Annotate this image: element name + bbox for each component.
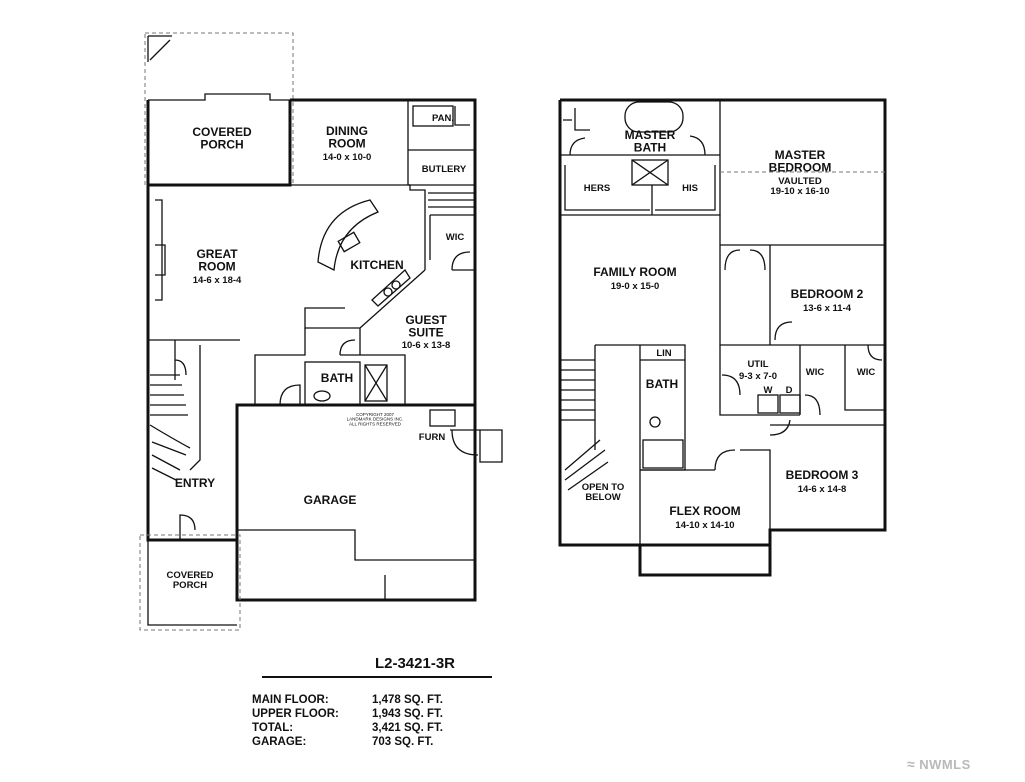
flex-room-dim: 14-10 x 14-10 [675, 520, 734, 531]
dining-room-dim: 14-0 x 10-0 [323, 152, 372, 163]
sqft-label: UPPER FLOOR: [252, 708, 339, 720]
great-room-dim: 14-6 x 18-4 [193, 275, 242, 286]
upper-floor-plan [558, 98, 887, 577]
bedroom2-label: BEDROOM 2 [791, 287, 864, 301]
bedroom3-label: BEDROOM 3 [786, 468, 859, 482]
family-room-dim: 19-0 x 15-0 [611, 281, 660, 292]
sqft-label: TOTAL: [252, 722, 294, 734]
bedroom3-dim: 14-6 x 14-8 [798, 484, 847, 495]
sqft-row: MAIN FLOOR: 1,478 SQ. FT. [252, 693, 482, 707]
guest-bath-label: BATH [321, 371, 353, 385]
dryer-label: D [786, 385, 793, 396]
bedroom2-dim: 13-6 x 11-4 [803, 303, 852, 314]
master-bedroom-dim: 19-10 x 16-10 [770, 186, 829, 197]
sqft-value: 3,421 SQ. FT. [372, 722, 443, 734]
master-bedroom-note: VAULTED [778, 176, 822, 187]
washer-label: W [764, 385, 773, 396]
watermark-text: NWMLS [919, 756, 971, 772]
guest-suite-dim: 10-6 x 13-8 [402, 340, 451, 351]
wic-left-label: WIC [806, 367, 825, 378]
furnace-label: FURN [419, 432, 446, 443]
linen-label: LIN [656, 348, 671, 359]
plan-code: L2-3421-3R [374, 655, 456, 672]
sqft-value: 703 SQ. FT. [372, 736, 434, 748]
kitchen-label: KITCHEN [350, 258, 403, 272]
flex-room-label: FLEX ROOM [669, 504, 740, 518]
plan-code-underline [262, 676, 492, 678]
sqft-label: GARAGE: [252, 736, 307, 748]
sqft-row: TOTAL: 3,421 SQ. FT. [252, 721, 482, 735]
main-floor-plan [139, 32, 503, 631]
sqft-value: 1,478 SQ. FT. [372, 694, 443, 706]
pantry-label: PAN. [432, 113, 454, 124]
hers-closet-label: HERS [584, 183, 610, 194]
sqft-row: UPPER FLOOR: 1,943 SQ. FT. [252, 707, 482, 721]
wic-right-label: WIC [857, 367, 876, 378]
nwmls-watermark: ≈ NWMLS [907, 756, 971, 772]
upper-bath-label: BATH [646, 377, 678, 391]
util-dim: 9-3 x 7-0 [739, 371, 777, 382]
his-closet-label: HIS [682, 183, 698, 194]
square-footage-table: MAIN FLOOR: 1,478 SQ. FT. UPPER FLOOR: 1,9… [252, 693, 482, 749]
entry-label: ENTRY [175, 476, 215, 490]
sqft-row: GARAGE: 703 SQ. FT. [252, 735, 482, 749]
sqft-label: MAIN FLOOR: [252, 694, 329, 706]
wic-label: WIC [446, 232, 465, 243]
family-room-label: FAMILY ROOM [593, 265, 676, 279]
sqft-value: 1,943 SQ. FT. [372, 708, 443, 720]
nwmls-logo-icon: ≈ [907, 756, 916, 772]
garage-label: GARAGE [304, 493, 357, 507]
butlery-label: BUTLERY [422, 164, 467, 175]
util-label: UTIL [747, 359, 768, 370]
